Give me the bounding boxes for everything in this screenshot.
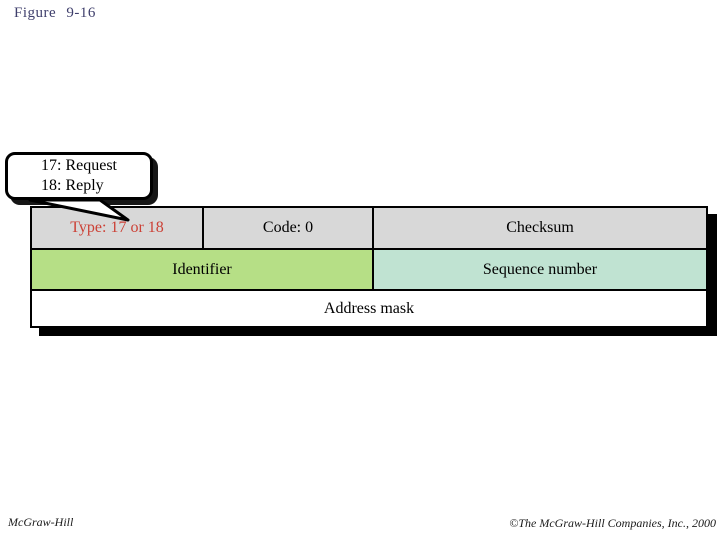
cell-address-mask: Address mask [32,291,706,326]
icmp-message-format-table: Type: 17 or 18 Code: 0 Checksum Identifi… [30,206,708,328]
cell-checksum: Checksum [374,208,706,248]
cell-sequence-number: Sequence number [374,250,706,289]
table-row-address-mask: Address mask [32,291,706,326]
callout-tail-pointer [28,198,130,222]
cell-identifier: Identifier [32,250,372,289]
callout-line-request: 17: Request [41,157,117,174]
table-row-identifier-sequence: Identifier Sequence number [32,250,706,289]
callout-line-reply: 18: Reply [41,177,104,194]
footer-publisher: McGraw-Hill [8,515,74,529]
cell-code: Code: 0 [204,208,372,248]
figure-title: Figure 9-16 [14,5,96,21]
footer-copyright: ©The McGraw-Hill Companies, Inc., 2000 [509,516,716,530]
type-values-callout: 17: Request 18: Reply [5,152,153,200]
table-row-header-fields: Type: 17 or 18 Code: 0 Checksum [32,208,706,248]
